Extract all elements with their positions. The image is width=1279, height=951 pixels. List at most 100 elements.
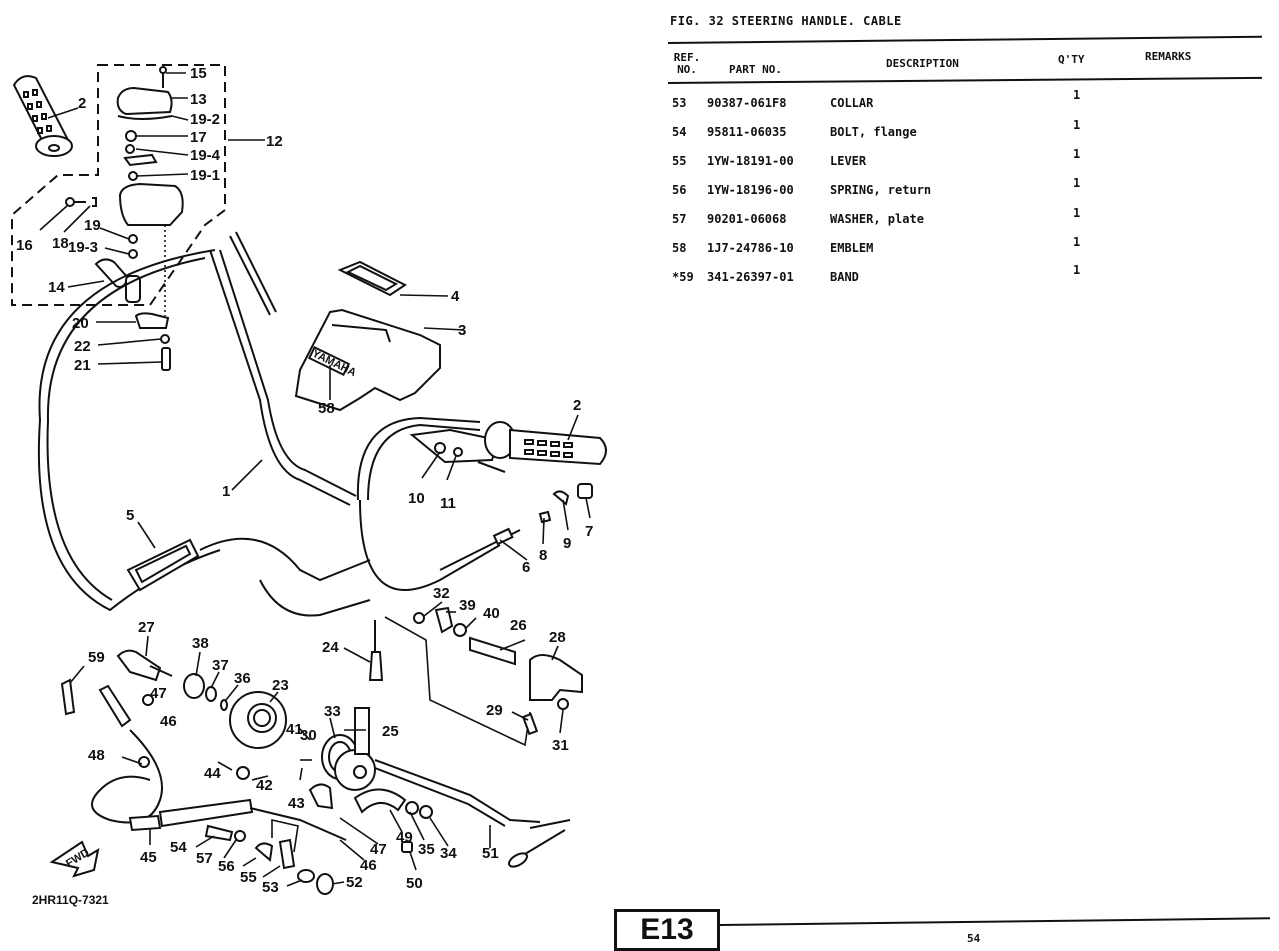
callout-59: 59 (88, 649, 105, 666)
callout-21: 21 (74, 357, 91, 374)
callout-11: 11 (440, 495, 456, 512)
callout-labels: 2 1 5 13 19-2 17 19-4 19-1 12 16 18 19 19… (16, 65, 593, 896)
callout-19: 19 (84, 217, 101, 234)
callout-4: 4 (451, 288, 460, 305)
description-cell: COLLAR (830, 96, 874, 110)
callout-41: 41 (286, 721, 303, 738)
ref-no-cell: 56 (672, 183, 687, 197)
callout-36: 36 (234, 670, 251, 687)
drawing-code: 2HR11Q-7321 (32, 893, 109, 907)
table-row: 57 90201-06068 WASHER, plate 1 (0, 206, 1279, 232)
left-grip-part (12, 75, 73, 157)
cable-junction-part (126, 538, 200, 592)
callout-47-left: 47 (150, 685, 167, 702)
ref-no-cell: 58 (672, 241, 687, 255)
cable-bracket-part (384, 606, 583, 747)
callout-28: 28 (549, 629, 566, 646)
callout-46-left: 46 (160, 713, 177, 730)
callout-2: 2 (78, 95, 86, 112)
page-number: 54 (967, 932, 981, 945)
exploded-parts-diagram: YAMAHA (11, 64, 607, 896)
callout-25: 25 (382, 723, 399, 740)
callout-49: 49 (396, 829, 413, 846)
ref-no-cell: 54 (672, 125, 687, 139)
ref-no-cell: 53 (672, 96, 687, 110)
description-cell: BAND (830, 270, 859, 284)
callout-26: 26 (510, 617, 527, 634)
callout-17: 17 (190, 129, 207, 146)
header-description: DESCRIPTION (886, 57, 959, 70)
qty-cell: 1 (1073, 235, 1081, 249)
part-no-cell: 1YW-18191-00 (707, 154, 794, 168)
header-ref-line1: REF. (673, 51, 701, 64)
callout-43: 43 (288, 795, 305, 812)
part-no-cell: 90201-06068 (707, 212, 787, 226)
qty-cell: 1 (1073, 176, 1081, 190)
callout-50: 50 (406, 875, 423, 892)
callout-32: 32 (433, 585, 450, 602)
callout-40: 40 (483, 605, 500, 622)
callout-54: 54 (170, 839, 187, 856)
part-no-cell: 1YW-18196-00 (707, 183, 794, 197)
description-cell: BOLT, flange (830, 125, 917, 139)
handle-cover-part: YAMAHA (294, 260, 441, 412)
ref-no-cell: 57 (672, 212, 687, 226)
callout-44: 44 (204, 765, 221, 782)
ref-no-cell: *59 (672, 270, 694, 284)
callout-8: 8 (539, 547, 547, 564)
callout-45: 45 (140, 849, 157, 866)
throttle-cable-part (37, 231, 501, 617)
callout-29: 29 (486, 702, 503, 719)
callout-31: 31 (552, 737, 569, 754)
left-lower-parts (60, 649, 347, 895)
table-row: 53 90387-061F8 COLLAR 1 (0, 88, 1279, 116)
callout-39: 39 (459, 597, 476, 614)
section-label: E13 (614, 909, 720, 951)
part-no-cell: 1J7-24786-10 (707, 241, 794, 255)
qty-cell: 1 (1073, 147, 1081, 161)
callout-10: 10 (408, 490, 425, 507)
callout-19-4: 19-4 (190, 147, 221, 164)
callout-18: 18 (52, 235, 69, 252)
qty-cell: 1 (1073, 118, 1081, 132)
description-cell: SPRING, return (830, 183, 932, 197)
forward-arrow-icon: FWD (49, 840, 100, 878)
table-row: 56 1YW-18196-00 SPRING, return 1 (0, 176, 1279, 203)
callout-7: 7 (585, 523, 593, 540)
callout-38: 38 (192, 635, 209, 652)
callout-5: 5 (126, 507, 134, 524)
callout-14: 14 (48, 279, 65, 296)
part-no-cell: 90387-061F8 (707, 96, 787, 110)
callout-58: 58 (318, 400, 335, 417)
table-top-rule (667, 35, 1262, 44)
callout-33: 33 (324, 703, 341, 720)
callout-22: 22 (74, 338, 91, 355)
description-cell: WASHER, plate (830, 212, 924, 226)
table-header-rule (667, 76, 1262, 84)
switch-cover-part (65, 66, 184, 371)
callout-19-1: 19-1 (190, 167, 220, 184)
callout-19-2: 19-2 (190, 111, 220, 128)
callout-13: 13 (190, 91, 207, 108)
callout-47-right: 47 (370, 841, 387, 858)
callout-12: 12 (266, 133, 283, 150)
header-remarks: REMARKS (1145, 50, 1192, 63)
callout-51: 51 (482, 845, 499, 862)
callout-1: 1 (222, 483, 230, 500)
qty-cell: 1 (1073, 206, 1081, 220)
qty-cell: 1 (1073, 88, 1081, 102)
ref-no-cell: 55 (672, 154, 687, 168)
callout-56: 56 (218, 858, 235, 875)
callout-55: 55 (240, 869, 257, 886)
header-ref-no: REF. NO. (672, 52, 702, 76)
callout-16: 16 (16, 237, 33, 254)
header-part-no: PART NO. (729, 63, 782, 76)
header-ref-line2: NO. (677, 63, 697, 76)
callout-27: 27 (138, 619, 155, 636)
callout-19-3: 19-3 (68, 239, 98, 256)
footer-rule (719, 917, 1270, 926)
